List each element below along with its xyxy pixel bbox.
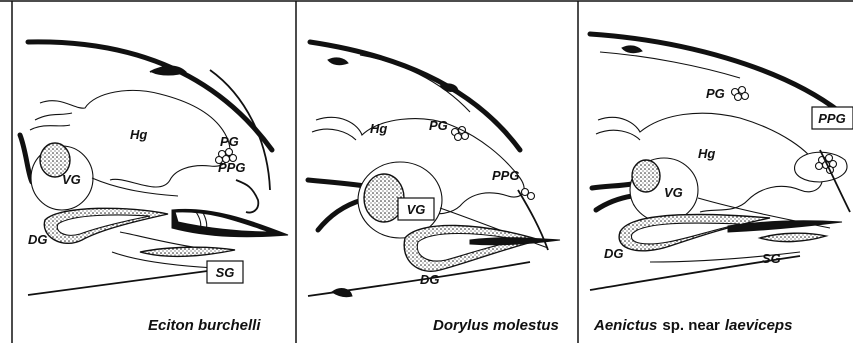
species-genus: Aenictus [593,317,657,334]
species-epithet: laeviceps [725,317,793,334]
sternal-gland [140,247,235,256]
label-ppg: PPG [218,160,245,175]
label-sg: SG [762,251,781,266]
label-pg: PG [220,134,239,149]
label-pg: PG [429,118,448,133]
species-caption: Aenictus sp. near laeviceps [593,317,792,334]
species-caption: Dorylus molestus [433,317,559,334]
label-vg: VG [664,185,683,200]
panel-eciton: Hg PG PPG VG DG SG Eciton burchelli [20,42,288,334]
venom-duct [592,184,632,188]
venom-duct [20,135,32,182]
venom-reservoir [632,160,660,192]
label-hg: Hg [698,146,715,161]
label-vg: VG [62,172,81,187]
venom-duct [308,180,366,186]
panel-aenictus: PG PPG Hg VG DG SG Aenictus sp. near laevi… [590,34,853,334]
species-qualifier: sp. near [662,317,720,334]
pygidial-gland [732,87,749,101]
species-caption: Eciton burchelli [148,317,261,334]
label-dg: DG [420,272,440,287]
label-ppg-boxed: PPG [818,111,845,126]
sternal-gland [760,233,826,241]
panel-dorylus: Hg PG PPG VG DG Dorylus molestus [308,42,560,334]
label-hg: Hg [370,121,387,136]
label-dg: DG [28,232,48,247]
label-hg: Hg [130,127,147,142]
label-ppg: PPG [492,168,519,183]
label-sg-boxed: SG [216,265,235,280]
label-dg: DG [604,246,624,261]
label-vg-boxed: VG [407,202,426,217]
label-pg: PG [706,86,725,101]
